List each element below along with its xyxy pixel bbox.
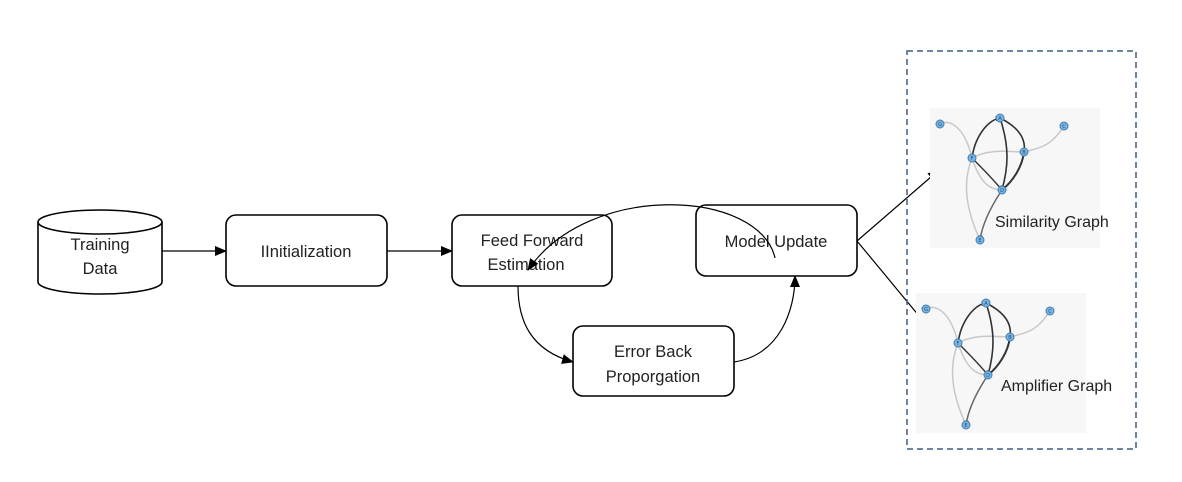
node-letter-c: C — [1048, 309, 1052, 315]
graph-node-d — [983, 370, 993, 380]
training-data-node: Training Data — [37, 209, 163, 295]
error-back-label-line1: Error Back — [614, 343, 693, 361]
graph-node-c — [1059, 121, 1069, 131]
node-letter-g: G — [924, 307, 928, 313]
training-data-label-line2: Data — [83, 260, 119, 278]
graph-node-g — [921, 304, 931, 314]
node-letter-b: B — [1022, 150, 1026, 156]
graph-node-g — [935, 119, 945, 129]
similarity-graph-label: Similarity Graph — [995, 214, 1109, 231]
node-letter-d: D — [1000, 188, 1004, 194]
graph-node-e — [975, 235, 985, 245]
feed-forward-label-line1: Feed Forward — [481, 232, 584, 250]
arrow-update-to-feedforward — [527, 204, 776, 271]
node-letter-d: D — [986, 373, 990, 379]
arrow-error-to-update — [733, 275, 800, 363]
model-update-label: Model Update — [725, 233, 828, 251]
node-letter-b: B — [1008, 335, 1012, 341]
amplifier-graph: A B C D E F G — [916, 293, 1086, 433]
node-letter-e: E — [978, 238, 981, 244]
similarity-graph: A B C D E F G — [930, 108, 1100, 248]
graph-node-b — [1019, 147, 1029, 157]
feed-forward-node: Feed Forward Estimation — [451, 214, 613, 287]
training-data-label-line1: Training — [71, 236, 130, 254]
graph-node-f — [967, 153, 977, 163]
arrow-update-to-similarity — [856, 169, 940, 242]
node-letter-a: A — [984, 301, 988, 307]
graph-node-f — [953, 338, 963, 348]
arrow-feedforward-to-error — [517, 285, 574, 364]
initialization-label: IInitialization — [261, 243, 352, 261]
amplifier-graph-label: Amplifier Graph — [1001, 378, 1112, 395]
graph-node-d — [997, 185, 1007, 195]
node-letter-a: A — [998, 116, 1002, 122]
node-letter-c: C — [1062, 124, 1066, 130]
graph-node-e — [961, 420, 971, 430]
graph-node-b — [1005, 332, 1015, 342]
graph-node-c — [1045, 306, 1055, 316]
node-letter-f: F — [971, 156, 974, 162]
node-letter-g: G — [938, 122, 942, 128]
feed-forward-label-line2: Estimation — [487, 256, 564, 274]
graph-node-a — [995, 113, 1005, 123]
node-letter-f: F — [957, 341, 960, 347]
error-back-label-line2: Proporgation — [606, 368, 700, 386]
graph-node-a — [981, 298, 991, 308]
initialization-node: IInitialization — [225, 214, 388, 287]
model-update-node: Model Update — [695, 204, 858, 277]
error-back-node: Error Back Proporgation — [572, 325, 735, 397]
output-graphs-container — [906, 50, 1137, 450]
node-letter-e: E — [964, 423, 967, 429]
